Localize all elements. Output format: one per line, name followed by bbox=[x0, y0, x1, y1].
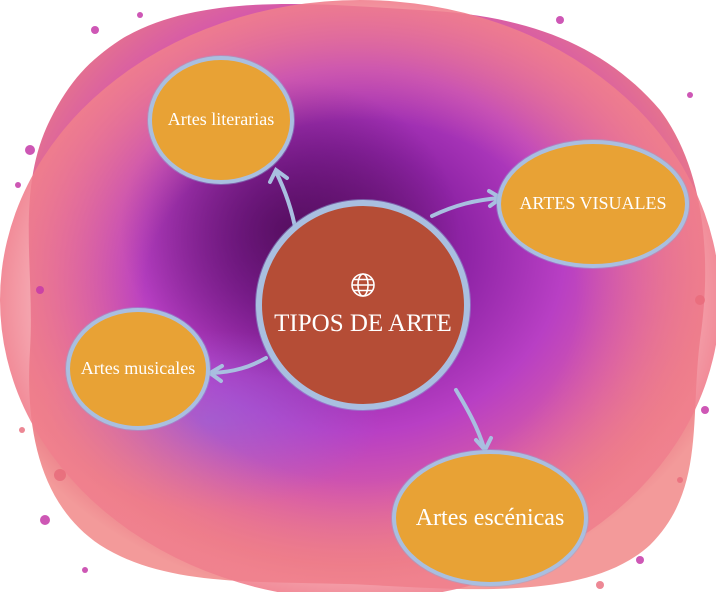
arrow-to-escenicas bbox=[454, 388, 486, 450]
node-label: Artes musicales bbox=[80, 358, 196, 379]
globe-icon bbox=[351, 273, 375, 298]
paint-splatter bbox=[15, 12, 709, 573]
central-node-label: TIPOS DE ARTE bbox=[274, 310, 452, 338]
node-label: ARTES VISUALES bbox=[519, 193, 667, 214]
node-artes-literarias: Artes literarias bbox=[148, 56, 294, 184]
node-label: Artes escénicas bbox=[415, 504, 565, 531]
node-label: Artes literarias bbox=[167, 109, 275, 130]
arrow-to-musicales bbox=[210, 356, 268, 375]
node-artes-musicales: Artes musicales bbox=[66, 308, 210, 430]
node-artes-escenicas: Artes escénicas bbox=[392, 450, 588, 586]
node-artes-visuales: ARTES VISUALES bbox=[497, 140, 689, 268]
node-tipos-de-arte: TIPOS DE ARTE bbox=[256, 200, 470, 410]
arrow-to-visuales bbox=[430, 196, 502, 218]
